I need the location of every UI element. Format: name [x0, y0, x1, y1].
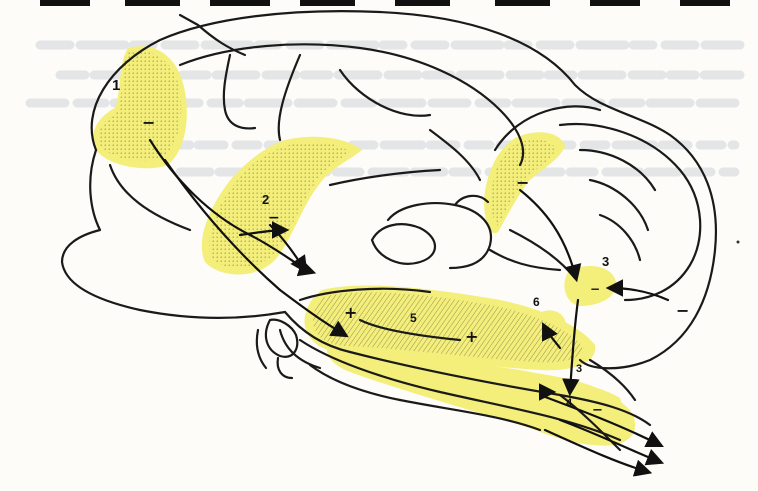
label-area-4: 4 [566, 397, 573, 409]
top-border-strip [40, 0, 730, 6]
minus-sign-right: − [676, 301, 689, 320]
minus-sign-area-4: − [592, 403, 603, 418]
label-area-1: 1 [112, 77, 120, 94]
label-area-3b: 3 [576, 363, 582, 375]
minus-sign-area-3: − [590, 282, 600, 296]
minus-sign-area-2: − [268, 210, 280, 226]
label-area-3: 3 [602, 254, 609, 269]
label-area-2: 2 [262, 192, 269, 207]
plus-sign-area-5-left: + [344, 303, 357, 322]
label-area-5: 5 [410, 311, 417, 325]
minus-sign-area-3b: − [516, 173, 529, 192]
ink-speck [737, 241, 740, 244]
minus-sign-area-1: − [142, 113, 155, 132]
label-area-6: 6 [533, 295, 540, 309]
plus-sign-area-5-right: + [465, 327, 478, 346]
